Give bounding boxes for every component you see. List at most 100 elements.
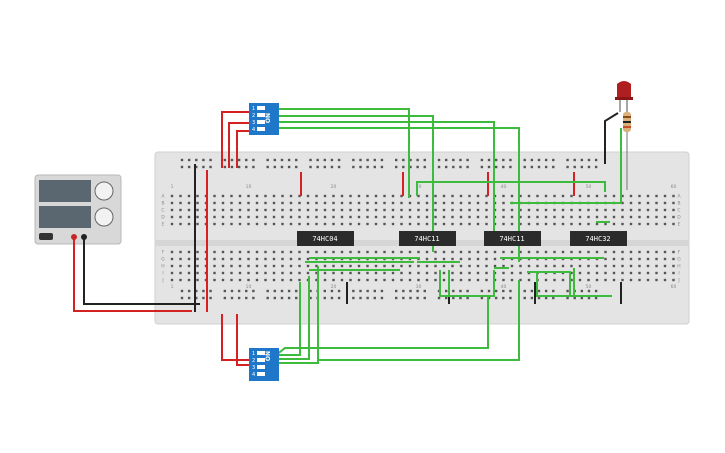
breadboard-hole[interactable] bbox=[612, 257, 616, 261]
dip-switch-bottom[interactable]: ON 1 2 3 4 bbox=[249, 348, 279, 381]
breadboard-hole[interactable] bbox=[349, 264, 352, 268]
breadboard-hole[interactable] bbox=[485, 208, 488, 212]
breadboard-hole[interactable] bbox=[273, 158, 277, 162]
breadboard-hole[interactable] bbox=[587, 208, 590, 212]
breadboard-hole[interactable] bbox=[468, 250, 471, 254]
breadboard-hole[interactable] bbox=[502, 215, 505, 219]
breadboard-hole[interactable] bbox=[663, 194, 667, 198]
breadboard-hole[interactable] bbox=[400, 271, 403, 275]
breadboard-hole[interactable] bbox=[315, 278, 318, 282]
breadboard-hole[interactable] bbox=[272, 194, 276, 198]
breadboard-hole[interactable] bbox=[604, 271, 607, 275]
breadboard-hole[interactable] bbox=[595, 222, 599, 226]
breadboard-hole[interactable] bbox=[442, 201, 446, 205]
breadboard-hole[interactable] bbox=[340, 194, 344, 198]
breadboard-hole[interactable] bbox=[391, 264, 395, 268]
breadboard-hole[interactable] bbox=[423, 158, 426, 162]
breadboard-hole[interactable] bbox=[494, 296, 498, 300]
chip-2[interactable]: 74HC11 bbox=[399, 231, 456, 246]
breadboard-hole[interactable] bbox=[570, 222, 573, 226]
breadboard-hole[interactable] bbox=[247, 264, 250, 268]
breadboard-hole[interactable] bbox=[425, 208, 429, 212]
breadboard-hole[interactable] bbox=[309, 165, 312, 169]
breadboard-hole[interactable] bbox=[179, 250, 182, 254]
breadboard-hole[interactable] bbox=[523, 296, 526, 300]
breadboard-hole[interactable] bbox=[230, 278, 233, 282]
breadboard-hole[interactable] bbox=[604, 250, 607, 254]
breadboard-hole[interactable] bbox=[264, 250, 267, 254]
breadboard-hole[interactable] bbox=[247, 222, 250, 226]
breadboard-hole[interactable] bbox=[323, 289, 326, 293]
breadboard-hole[interactable] bbox=[340, 250, 344, 254]
breadboard-hole[interactable] bbox=[672, 208, 675, 212]
breadboard-hole[interactable] bbox=[332, 264, 335, 268]
breadboard-hole[interactable] bbox=[536, 222, 539, 226]
breadboard-hole[interactable] bbox=[594, 165, 598, 169]
led[interactable] bbox=[615, 81, 633, 112]
breadboard-hole[interactable] bbox=[187, 165, 191, 169]
breadboard-hole[interactable] bbox=[580, 158, 584, 162]
breadboard-hole[interactable] bbox=[272, 215, 276, 219]
breadboard-hole[interactable] bbox=[416, 296, 419, 300]
breadboard-hole[interactable] bbox=[280, 165, 284, 169]
breadboard-hole[interactable] bbox=[272, 257, 276, 261]
breadboard-hole[interactable] bbox=[383, 215, 386, 219]
breadboard-hole[interactable] bbox=[298, 208, 301, 212]
breadboard-hole[interactable] bbox=[452, 289, 455, 293]
breadboard-hole[interactable] bbox=[527, 222, 531, 226]
breadboard-hole[interactable] bbox=[298, 257, 301, 261]
breadboard-hole[interactable] bbox=[502, 222, 505, 226]
breadboard-hole[interactable] bbox=[437, 296, 441, 300]
breadboard-hole[interactable] bbox=[195, 158, 198, 162]
breadboard-hole[interactable] bbox=[459, 222, 463, 226]
breadboard-hole[interactable] bbox=[459, 278, 463, 282]
breadboard-hole[interactable] bbox=[255, 250, 259, 254]
breadboard-hole[interactable] bbox=[485, 250, 488, 254]
breadboard-hole[interactable] bbox=[578, 222, 582, 226]
breadboard-hole[interactable] bbox=[509, 158, 512, 162]
breadboard-hole[interactable] bbox=[646, 257, 650, 261]
breadboard-hole[interactable] bbox=[383, 271, 386, 275]
breadboard-hole[interactable] bbox=[287, 289, 291, 293]
breadboard-hole[interactable] bbox=[352, 289, 355, 293]
breadboard-hole[interactable] bbox=[170, 208, 174, 212]
breadboard-hole[interactable] bbox=[380, 158, 384, 162]
breadboard-hole[interactable] bbox=[587, 158, 591, 162]
breadboard-hole[interactable] bbox=[537, 296, 541, 300]
breadboard-hole[interactable] bbox=[315, 208, 318, 212]
breadboard-hole[interactable] bbox=[416, 165, 419, 169]
breadboard-hole[interactable] bbox=[315, 194, 318, 198]
breadboard-hole[interactable] bbox=[655, 264, 658, 268]
breadboard-hole[interactable] bbox=[629, 215, 633, 219]
breadboard-hole[interactable] bbox=[366, 289, 369, 293]
breadboard-hole[interactable] bbox=[315, 215, 318, 219]
breadboard-hole[interactable] bbox=[519, 271, 522, 275]
breadboard-hole[interactable] bbox=[316, 165, 319, 169]
breadboard-hole[interactable] bbox=[264, 201, 267, 205]
breadboard-hole[interactable] bbox=[523, 158, 526, 162]
breadboard-hole[interactable] bbox=[493, 250, 497, 254]
breadboard-hole[interactable] bbox=[502, 264, 505, 268]
breadboard-hole[interactable] bbox=[391, 271, 395, 275]
breadboard-hole[interactable] bbox=[209, 289, 212, 293]
breadboard-hole[interactable] bbox=[196, 250, 199, 254]
breadboard-hole[interactable] bbox=[480, 158, 484, 162]
breadboard-hole[interactable] bbox=[434, 257, 437, 261]
breadboard-hole[interactable] bbox=[561, 215, 565, 219]
breadboard-hole[interactable] bbox=[400, 278, 403, 282]
breadboard-hole[interactable] bbox=[187, 201, 191, 205]
breadboard-hole[interactable] bbox=[221, 264, 225, 268]
breadboard-hole[interactable] bbox=[306, 250, 310, 254]
breadboard-hole[interactable] bbox=[187, 208, 191, 212]
breadboard-hole[interactable] bbox=[523, 289, 526, 293]
breadboard-hole[interactable] bbox=[187, 158, 191, 162]
breadboard-hole[interactable] bbox=[530, 165, 534, 169]
breadboard-hole[interactable] bbox=[359, 296, 362, 300]
breadboard-hole[interactable] bbox=[196, 264, 199, 268]
breadboard-hole[interactable] bbox=[213, 278, 216, 282]
breadboard-hole[interactable] bbox=[289, 250, 293, 254]
breadboard-hole[interactable] bbox=[502, 201, 505, 205]
chip-4[interactable]: 74HC32 bbox=[570, 231, 627, 246]
breadboard-hole[interactable] bbox=[209, 158, 212, 162]
breadboard-hole[interactable] bbox=[536, 250, 539, 254]
